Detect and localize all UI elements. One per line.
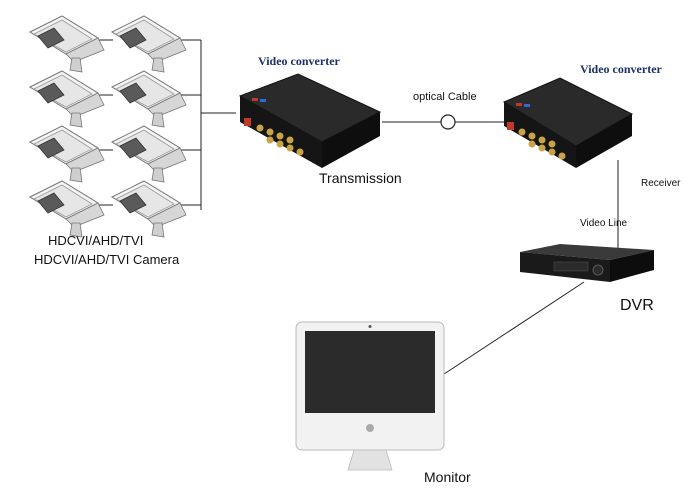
monitor-cable xyxy=(437,281,585,379)
dvr-device xyxy=(520,244,654,282)
camera xyxy=(111,180,187,238)
video-converter-label-right: Video converter xyxy=(580,62,662,76)
camera xyxy=(29,125,105,183)
transmission-label: Transmission xyxy=(319,170,402,186)
camera xyxy=(29,70,105,128)
camera xyxy=(111,70,187,128)
receiver-label: Receiver xyxy=(641,178,681,189)
video-converter-label-left: Video converter xyxy=(258,54,340,68)
monitor-device xyxy=(295,321,445,471)
optical-connector xyxy=(440,114,456,130)
monitor-label: Monitor xyxy=(424,469,471,485)
camera-type-label: HDCVI/AHD/TVI xyxy=(48,233,144,248)
video-line-label: Video Line xyxy=(580,218,628,229)
camera xyxy=(111,125,187,183)
transmitter-converter xyxy=(238,73,382,168)
dvr-label: DVR xyxy=(620,297,654,314)
optical-cable-label: optical Cable xyxy=(413,91,477,103)
camera xyxy=(29,180,105,238)
receiver-converter xyxy=(502,77,634,168)
camera xyxy=(111,15,187,73)
camera xyxy=(29,15,105,73)
camera-label: HDCVI/AHD/TVI Camera xyxy=(34,252,180,267)
